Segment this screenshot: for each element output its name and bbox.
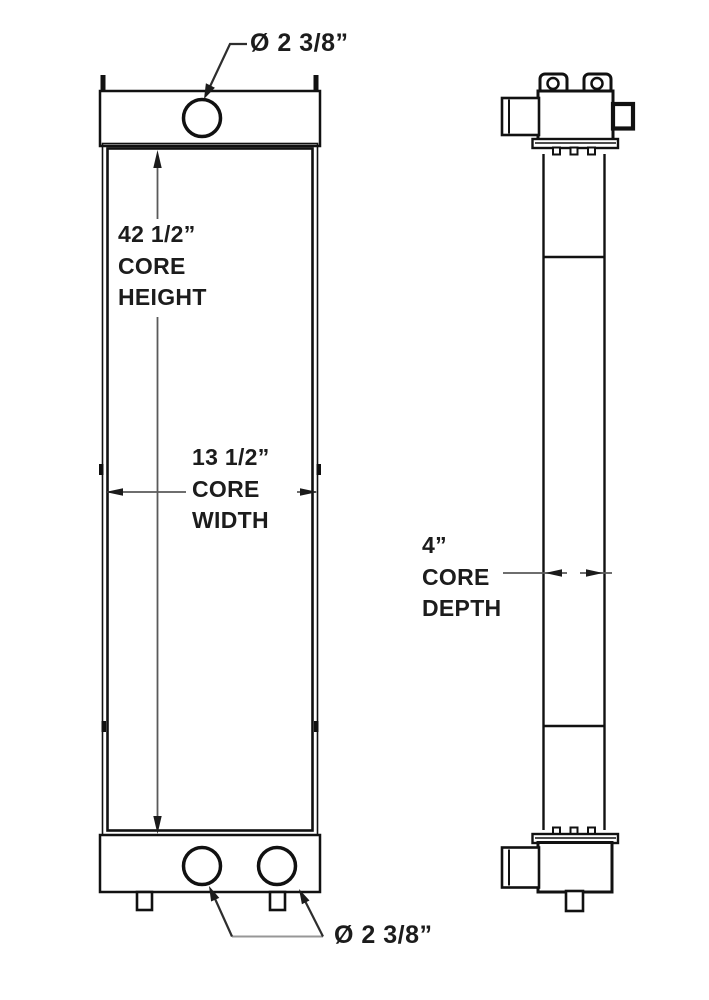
core-depth-label: 4” CORE DEPTH bbox=[422, 530, 501, 625]
core-depth-word-depth: DEPTH bbox=[422, 595, 502, 621]
side-top-tab bbox=[587, 146, 596, 156]
core-height-word-core: CORE bbox=[118, 252, 186, 279]
side-view bbox=[500, 72, 636, 913]
front-view bbox=[98, 75, 322, 912]
leader-arrow-icon bbox=[204, 83, 215, 99]
arrow-right-icon bbox=[300, 488, 318, 496]
side-foot bbox=[564, 889, 585, 913]
front-core-notch bbox=[316, 464, 321, 475]
side-top-tab bbox=[569, 146, 579, 156]
core-width-word-width: WIDTH bbox=[192, 507, 269, 533]
front-top-port-circle bbox=[181, 97, 223, 139]
front-core-notch bbox=[99, 464, 104, 475]
core-depth-word-core: CORE bbox=[422, 563, 490, 590]
side-top-tab bbox=[552, 146, 561, 156]
arrow-left-icon bbox=[545, 569, 562, 577]
arrow-up-icon bbox=[153, 150, 162, 168]
side-lug-hole-right bbox=[590, 76, 604, 91]
leader-arrow-icon bbox=[209, 886, 220, 902]
front-bottom-ports-leader bbox=[209, 886, 324, 938]
front-top-port-leader bbox=[204, 42, 247, 99]
top-port-diameter-label: Ø 2 3/8” bbox=[250, 29, 349, 57]
core-height-value: 42 1/2” bbox=[118, 221, 196, 247]
bottom-port-diameter-label: Ø 2 3/8” bbox=[334, 921, 433, 949]
core-height-word-height: HEIGHT bbox=[118, 284, 207, 310]
arrow-left-icon bbox=[105, 488, 123, 496]
front-left-foot bbox=[135, 890, 154, 912]
side-top-tank bbox=[536, 89, 615, 142]
front-top-right-tab bbox=[313, 75, 319, 92]
side-core-depth-dimension bbox=[503, 569, 612, 577]
front-core-height-dimension bbox=[153, 150, 162, 834]
side-bottom-tank bbox=[536, 841, 614, 894]
side-top-port bbox=[500, 96, 541, 137]
core-width-label: 13 1/2” CORE WIDTH bbox=[192, 442, 270, 537]
front-right-foot bbox=[268, 890, 287, 912]
core-depth-value: 4” bbox=[422, 532, 447, 558]
side-bottom-port bbox=[500, 846, 541, 889]
front-core-notch bbox=[101, 721, 106, 732]
front-top-left-tab bbox=[100, 75, 106, 92]
core-width-word-core: CORE bbox=[192, 475, 260, 502]
front-core-notch bbox=[314, 721, 319, 732]
side-lug-hole-left bbox=[546, 76, 560, 91]
arrow-down-icon bbox=[153, 816, 162, 834]
side-top-right-tab bbox=[610, 101, 636, 131]
front-core-width-dimension bbox=[105, 488, 318, 496]
front-core-inner-frame bbox=[106, 147, 314, 832]
leader-arrow-icon bbox=[299, 889, 310, 905]
core-width-value: 13 1/2” bbox=[192, 444, 270, 470]
front-bottom-port-circle-left bbox=[181, 845, 223, 887]
front-bottom-port-circle-right bbox=[256, 845, 298, 887]
core-height-label: 42 1/2” CORE HEIGHT bbox=[118, 219, 207, 314]
arrow-right-icon bbox=[586, 569, 603, 577]
